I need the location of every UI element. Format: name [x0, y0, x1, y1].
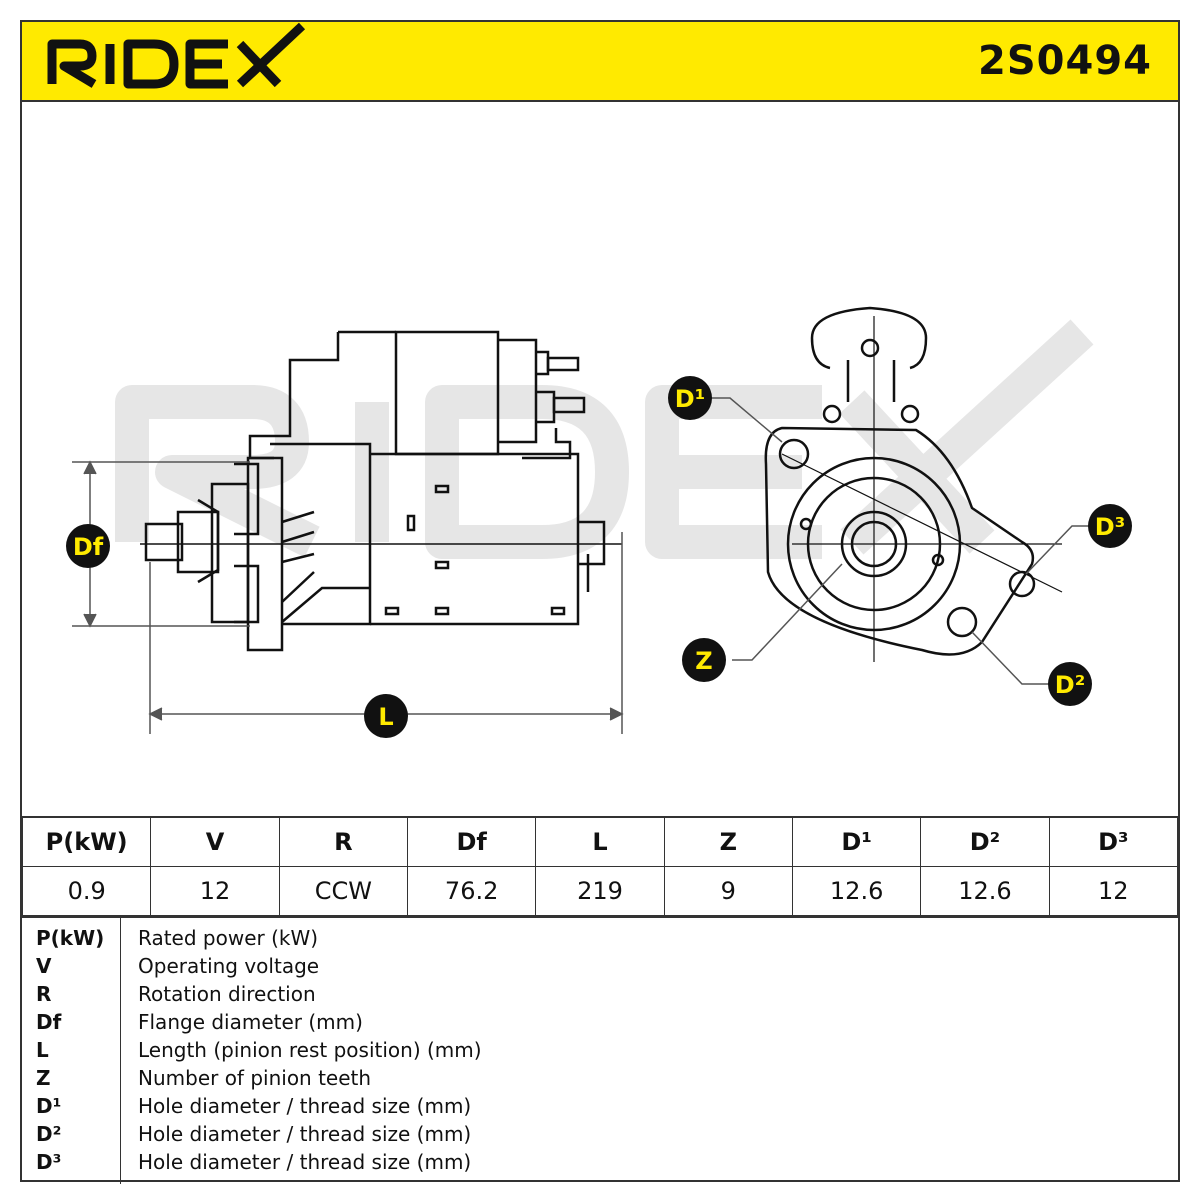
- legend-row: Z Number of pinion teeth: [22, 1066, 1178, 1094]
- specs-table: P(kW) V R Df L Z D¹ D² D³ 0.9 12 CCW 76.…: [21, 816, 1179, 916]
- legend-row: P(kW) Rated power (kW): [22, 926, 1178, 954]
- legend-desc: Hole diameter / thread size (mm): [138, 1122, 472, 1146]
- front-view: [764, 306, 1063, 662]
- badge-z: Z: [682, 638, 726, 682]
- spec-header: V: [150, 816, 280, 867]
- spec-header: D³: [1048, 816, 1179, 867]
- starter-motor-drawing: Df L D¹ D³ D² Z: [66, 306, 1132, 738]
- legend-key: V: [36, 954, 52, 978]
- legend-row: D¹ Hole diameter / thread size (mm): [22, 1094, 1178, 1122]
- badge-z-label: Z: [695, 647, 712, 675]
- badge-d1-label: D¹: [675, 385, 705, 413]
- badge-d1: D¹: [668, 376, 712, 420]
- legend-key: R: [36, 982, 52, 1006]
- legend-divider: [120, 918, 121, 1184]
- legend-row: Df Flange diameter (mm): [22, 1010, 1178, 1038]
- legend-row: D² Hole diameter / thread size (mm): [22, 1122, 1178, 1150]
- legend-key: L: [36, 1038, 49, 1062]
- spec-header: D²: [920, 816, 1050, 867]
- spec-value: 0.9: [21, 866, 152, 916]
- datasheet: 2S0494: [20, 20, 1180, 1184]
- part-number: 2S0494: [978, 38, 1152, 84]
- spec-value: 12.6: [920, 866, 1050, 916]
- badge-df-label: Df: [73, 533, 104, 561]
- legend-key: Z: [36, 1066, 51, 1090]
- badge-df: Df: [66, 524, 110, 568]
- legend-key: D³: [36, 1150, 62, 1174]
- spec-header: D¹: [791, 816, 922, 867]
- legend-row: R Rotation direction: [22, 982, 1178, 1010]
- legend-desc: Hole diameter / thread size (mm): [138, 1150, 472, 1174]
- legend-key: D²: [36, 1122, 62, 1146]
- legend-desc: Length (pinion rest position) (mm): [138, 1038, 482, 1062]
- spec-header: P(kW): [21, 816, 152, 867]
- legend-key: Df: [36, 1010, 62, 1034]
- specs-header-row: P(kW) V R Df L Z D¹ D² D³: [21, 816, 1179, 867]
- spec-value: 12.6: [791, 866, 922, 916]
- spec-value: 9: [663, 866, 793, 916]
- spec-value: 76.2: [406, 866, 537, 916]
- legend-key: D¹: [36, 1094, 62, 1118]
- legend-desc: Hole diameter / thread size (mm): [138, 1094, 472, 1118]
- legend-desc: Rated power (kW): [138, 926, 319, 950]
- spec-header: L: [535, 816, 665, 867]
- badge-d3: D³: [1088, 504, 1132, 548]
- badge-l: L: [364, 694, 408, 738]
- technical-drawing: Df L D¹ D³ D² Z: [22, 102, 1178, 816]
- header-bar: 2S0494: [22, 22, 1178, 102]
- spec-header: R: [278, 816, 408, 867]
- badge-d2: D²: [1048, 662, 1092, 706]
- ridex-logo: [47, 22, 306, 89]
- legend-row: D³ Hole diameter / thread size (mm): [22, 1150, 1178, 1178]
- spec-value: 12: [150, 866, 280, 916]
- df-dimension: [72, 460, 250, 628]
- spec-value: CCW: [278, 866, 408, 916]
- legend-desc: Operating voltage: [138, 954, 320, 978]
- legend: P(kW) Rated power (kW) V Operating volta…: [22, 916, 1178, 1184]
- spec-header: Df: [406, 816, 537, 867]
- legend-row: V Operating voltage: [22, 954, 1178, 982]
- badge-d3-label: D³: [1095, 513, 1125, 541]
- side-view: [140, 330, 622, 652]
- legend-desc: Number of pinion teeth: [138, 1066, 372, 1090]
- legend-desc: Rotation direction: [138, 982, 316, 1006]
- badge-d2-label: D²: [1055, 671, 1085, 699]
- legend-row: L Length (pinion rest position) (mm): [22, 1038, 1178, 1066]
- badge-l-label: L: [378, 703, 393, 731]
- spec-header: Z: [663, 816, 793, 867]
- specs-value-row: 0.9 12 CCW 76.2 219 9 12.6 12.6 12: [21, 866, 1179, 916]
- spec-value: 219: [535, 866, 665, 916]
- legend-desc: Flange diameter (mm): [138, 1010, 363, 1034]
- legend-key: P(kW): [36, 926, 105, 950]
- spec-value: 12: [1048, 866, 1179, 916]
